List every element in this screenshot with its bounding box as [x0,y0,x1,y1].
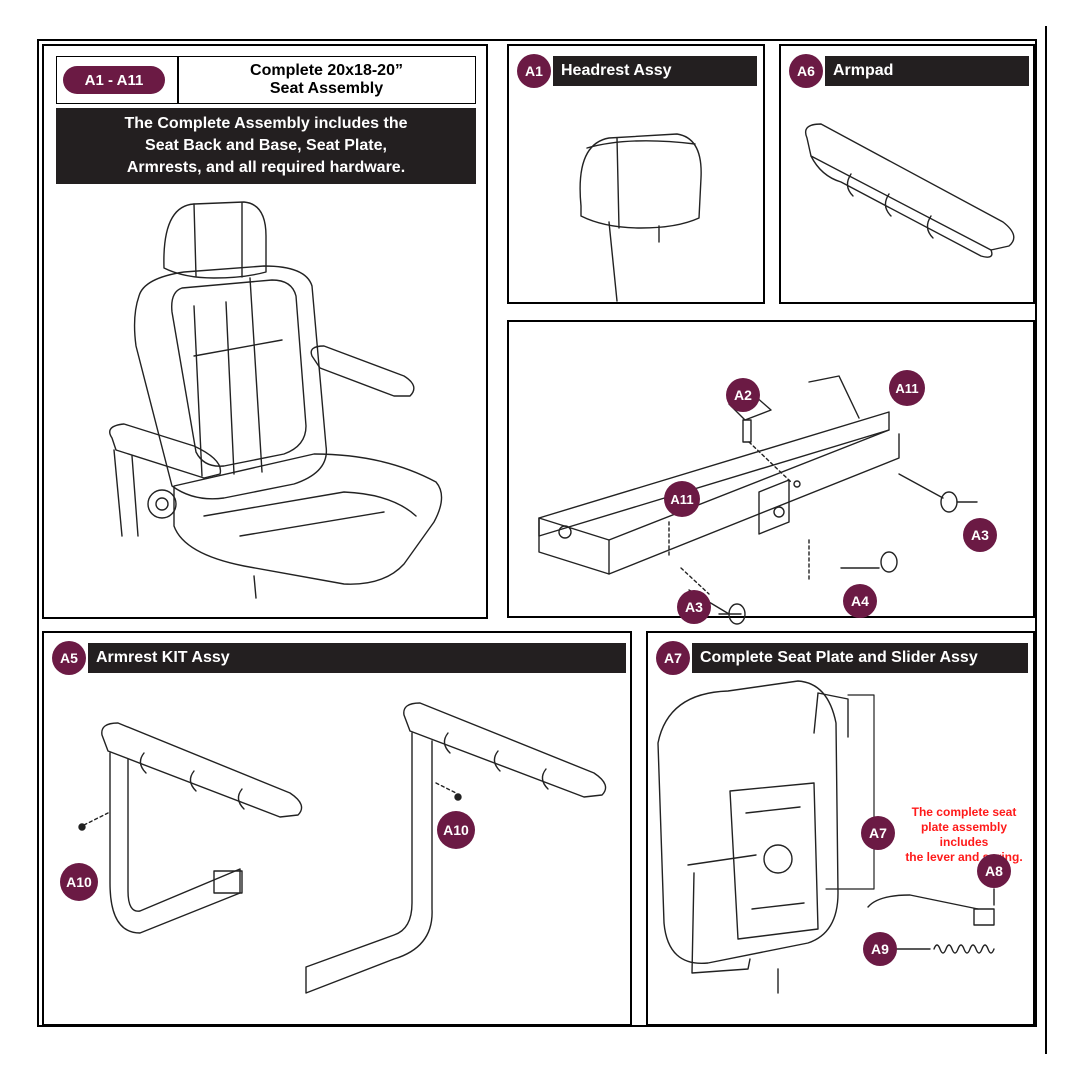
badge-a7-callout: A7 [861,816,895,850]
badge-a7: A7 [656,641,690,675]
badge-a3-bottom: A3 [677,590,711,624]
panel-armrest-kit: Armrest KIT Assy A5 A10 A10 [42,631,632,1026]
badge-a3-right: A3 [963,518,997,552]
badge-a11-top: A11 [889,370,925,406]
armrest-kit-header: Armrest KIT Assy [88,643,626,673]
complete-seat-title-box: A1 - A11 Complete 20x18-20” Seat Assembl… [56,56,476,104]
panel-headrest: Headrest Assy A1 [507,44,765,304]
seat-plate-illustration [657,680,995,994]
badge-a1-a11: A1 - A11 [63,66,165,94]
diagram-frame: A1 - A11 Complete 20x18-20” Seat Assembl… [37,39,1037,1027]
complete-assembly-description: The Complete Assembly includes the Seat … [56,108,476,184]
badge-a6: A6 [789,54,823,88]
page-edge-rule [1045,26,1047,1054]
badge-a11-left: A11 [664,481,700,517]
badge-a8: A8 [977,854,1011,888]
title-line-1: Complete 20x18-20” [250,62,403,79]
badge-a9: A9 [863,932,897,966]
seat-plate-header: Complete Seat Plate and Slider Assy [692,643,1028,673]
badge-a10-left: A10 [60,863,98,901]
badge-a1: A1 [517,54,551,88]
seat-plate-note: The complete seat plate assembly include… [894,805,1034,865]
armpad-illustration [804,123,1015,258]
badge-a2: A2 [726,378,760,412]
title-line-2: Seat Assembly [269,80,384,97]
badge-a5: A5 [52,641,86,675]
headrest-illustration [579,133,702,302]
title-divider [177,57,179,103]
headrest-header: Headrest Assy [553,56,757,86]
complete-seat-illustration [109,201,443,599]
desc-line-2: Seat Back and Base, Seat Plate, [145,137,387,154]
note-line-1: The complete seat [911,805,1017,819]
badge-a4: A4 [843,584,877,618]
armpad-header: Armpad [825,56,1029,86]
note-line-4: the lever and spring. [905,850,1023,864]
panel-seat-base-hardware: A2 A11 A11 A3 A3 A4 [507,320,1035,625]
armrest-kit-illustration [78,702,607,994]
desc-line-1: The Complete Assembly includes the [124,115,408,132]
seat-base-frame-illustration [538,375,978,625]
note-line-2: plate assembly [920,820,1008,834]
complete-seat-title: Complete 20x18-20” Seat Assembly [178,57,475,103]
panel-complete-seat: A1 - A11 Complete 20x18-20” Seat Assembl… [42,44,488,619]
panel-seat-plate-slider: Complete Seat Plate and Slider Assy A7 T… [646,631,1035,1026]
panel-armpad: Armpad A6 [779,44,1035,304]
desc-line-3: Armrests, and all required hardware. [126,159,406,176]
badge-a10-right: A10 [437,811,475,849]
note-line-3: includes [939,835,989,849]
